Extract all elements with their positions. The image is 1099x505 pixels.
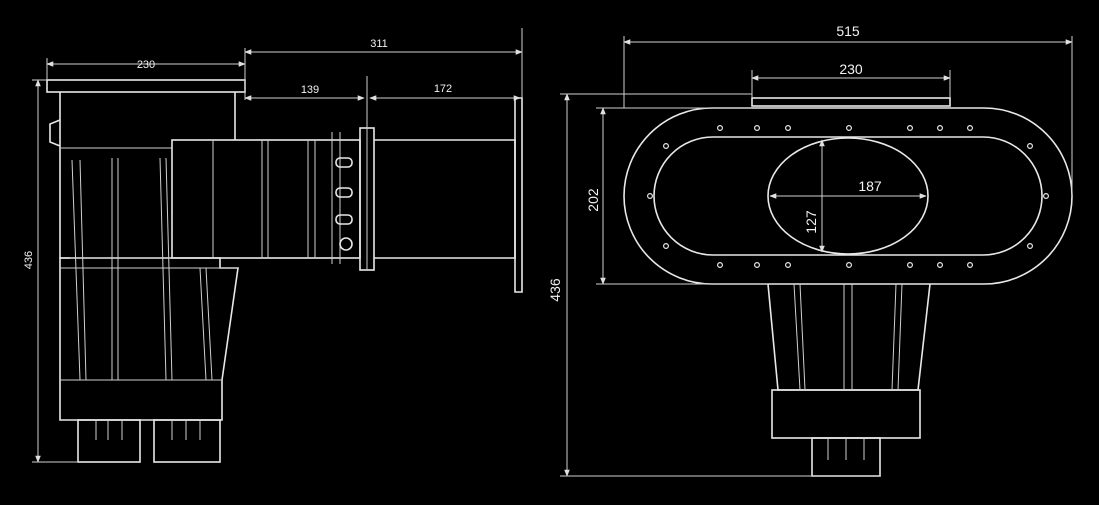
front-top-opening	[751, 97, 951, 107]
dim-opening-width-label: 230	[839, 61, 863, 77]
front-faceplate-inner	[653, 136, 1043, 256]
side-clip	[49, 119, 61, 147]
front-basket-ribs	[793, 283, 903, 391]
dim-total-depth-label: 311	[370, 38, 388, 50]
side-feet	[77, 419, 221, 463]
side-basket	[59, 257, 239, 421]
dim-faceplate-height-label: 202	[585, 188, 601, 212]
dim-aperture-width-label: 187	[858, 178, 882, 194]
side-body-outline	[59, 92, 236, 259]
side-view: 230 311 139 172 436	[23, 28, 523, 463]
front-basket	[767, 283, 931, 391]
front-basket-base	[771, 389, 921, 439]
dim-pipe-length-label: 172	[434, 83, 452, 95]
front-screw-holes	[646, 124, 1049, 269]
side-body-inner	[60, 140, 173, 258]
dim-flange-offset-label: 139	[301, 84, 319, 96]
side-pipe-ribs	[212, 132, 341, 264]
side-lid	[46, 79, 246, 93]
dim-faceplate-width-label: 515	[836, 23, 860, 39]
dim-front-height-label: 436	[547, 278, 563, 302]
side-extension-pipe	[374, 139, 516, 259]
dim-aperture-height-label: 127	[803, 210, 819, 234]
side-bolt-slots	[335, 157, 353, 251]
dim-top-width-label: 230	[137, 59, 155, 71]
side-wall-plate	[514, 97, 523, 293]
front-aperture	[767, 137, 929, 255]
front-view: 515 230 202 436 187 127	[547, 23, 1073, 477]
side-basket-ribs	[60, 157, 222, 381]
dim-side-height-label: 436	[23, 251, 35, 269]
